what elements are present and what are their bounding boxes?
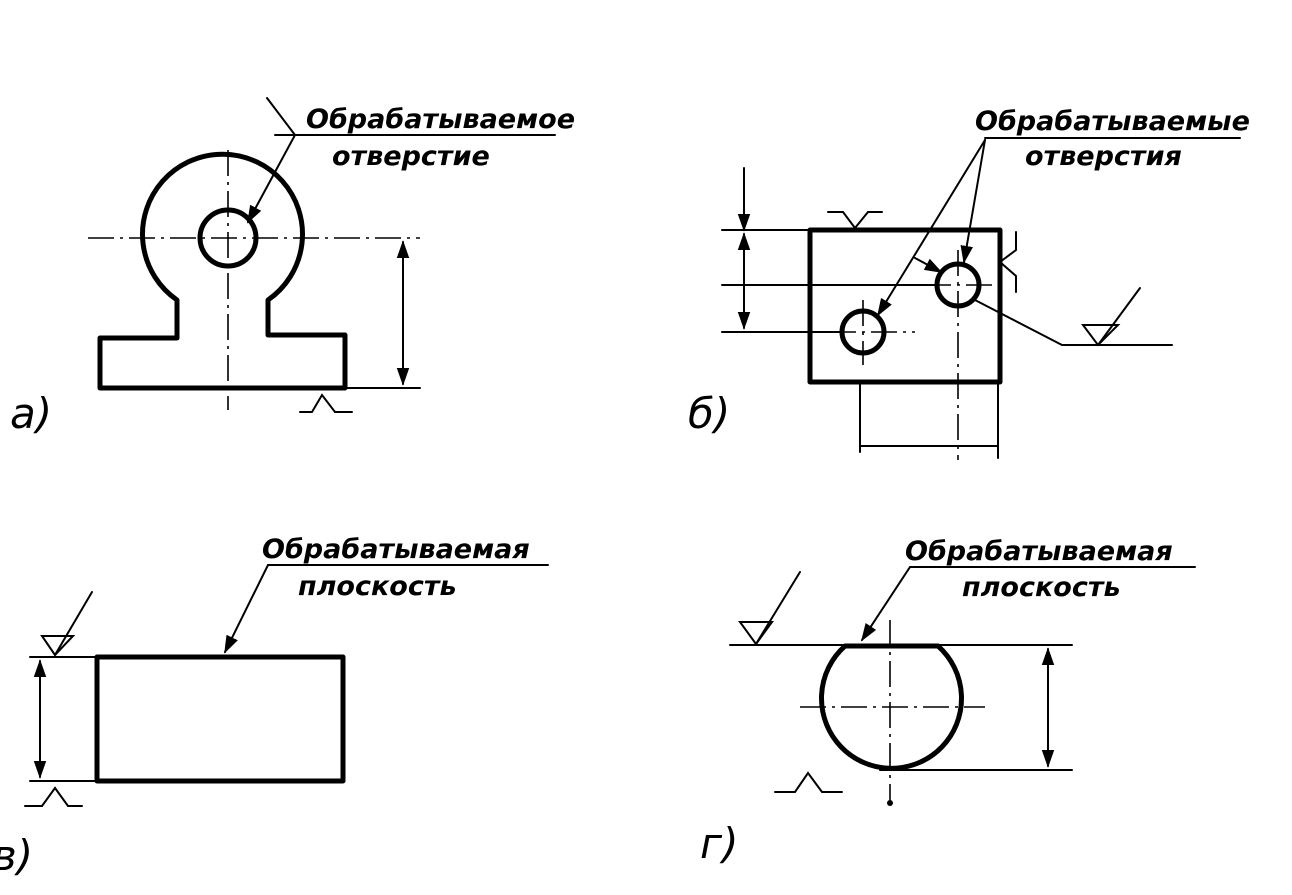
figure-label-a: а)	[10, 389, 52, 438]
arrow-b-roughness	[914, 257, 943, 273]
roughness-leader-b	[974, 299, 1173, 346]
roughness-sign-g-tail	[755, 571, 801, 645]
figure-label-g: г)	[700, 819, 738, 868]
part-v-outline	[94, 654, 346, 784]
roughness-sign-a	[266, 97, 298, 136]
support-symbol-g	[774, 771, 843, 793]
support-symbol-b-right	[998, 231, 1017, 293]
note-a-line2: отверстие	[332, 141, 490, 172]
support-symbol-v	[24, 786, 83, 807]
figure-label-v: в)	[0, 831, 33, 880]
figure-v: Обрабатываемая плоскость в)	[0, 534, 549, 880]
part-b-outline	[807, 227, 1003, 385]
roughness-sign-v-tail	[54, 591, 93, 656]
support-symbol-a	[299, 393, 353, 413]
figure-g: Обрабатываемая плоскость г)	[700, 536, 1196, 868]
leader-v	[224, 564, 549, 654]
note-g-line2: плоскость	[962, 572, 1121, 603]
leader-b-to-right-hole	[960, 139, 986, 264]
leader-b-to-left-hole	[877, 139, 986, 317]
support-symbol-b-top	[827, 211, 883, 230]
roughness-sign-b	[1081, 324, 1121, 347]
part-g-outline	[819, 643, 964, 771]
note-b-line2: отверстия	[1025, 141, 1182, 172]
part-a-outline	[97, 151, 348, 391]
leader-g	[861, 566, 1196, 642]
roughness-sign-b-tail	[1097, 287, 1141, 346]
roughness-sign-g	[738, 621, 774, 646]
roughness-sign-v	[40, 635, 76, 657]
figure-b: Обрабатываемые отверстия б)	[688, 106, 1250, 460]
figure-a: Обрабатываемое отверстие а)	[10, 97, 575, 438]
note-a-line1: Обрабатываемое	[306, 104, 575, 135]
figure-label-b: б)	[688, 389, 730, 438]
note-g-line1: Обрабатываемая	[905, 536, 1173, 567]
center-point-g	[887, 800, 893, 806]
note-v-line2: плоскость	[298, 571, 457, 602]
note-b-line1: Обрабатываемые	[975, 106, 1250, 137]
note-v-line1: Обрабатываемая	[262, 534, 530, 565]
